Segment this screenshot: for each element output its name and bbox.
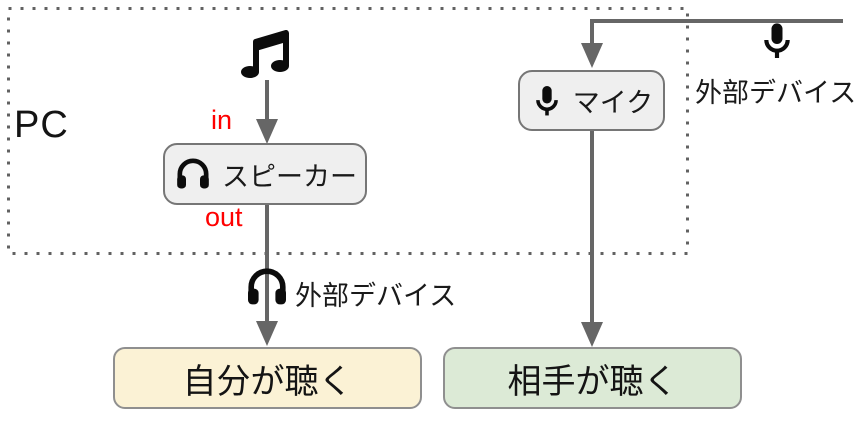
pc-label: PC [14,104,69,146]
music-to-speaker-arrowhead [256,119,278,144]
headphones-icon [173,154,213,194]
other-listen-node: 相手が聴く [443,347,742,409]
other-listen-label: 相手が聴く [507,362,678,401]
external-input-device-label: 外部デバイス [695,78,857,108]
self-listen-label: 自分が聴く [182,362,353,401]
external-to-mic-arrowhead [581,43,603,68]
headphones-icon [243,263,291,311]
microphone-icon [757,19,797,63]
external-output-device-label: 外部デバイス [295,281,457,311]
self-listen-node: 自分が聴く [113,347,422,409]
mic-label: マイク [572,88,654,118]
mic-node: マイク [518,70,665,131]
mic-to-other-arrowhead [581,322,603,347]
speaker-node: スピーカー [163,143,367,205]
in-edge-label: in [211,105,233,135]
external-to-mic-line [590,19,843,44]
out-edge-label: out [205,202,243,232]
music-note-icon [241,30,289,78]
speaker-label: スピーカー [222,161,357,192]
microphone-icon [530,83,564,119]
speaker-to-self-arrowhead [256,321,278,346]
